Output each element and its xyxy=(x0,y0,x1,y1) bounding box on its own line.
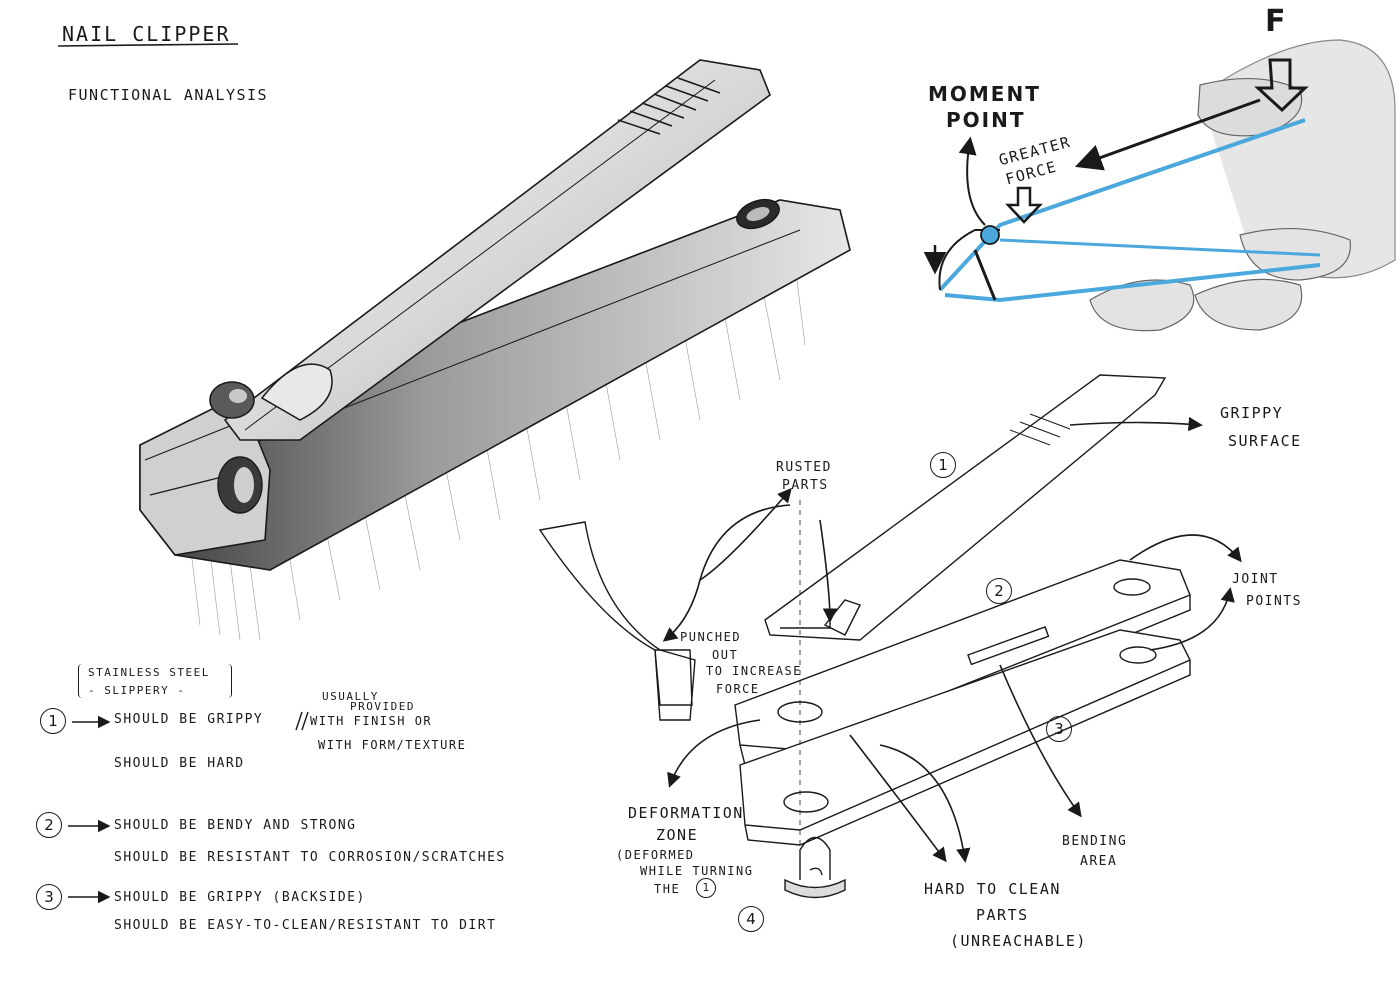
label-joint-line2: POINTS xyxy=(1246,594,1302,609)
grippy-lines xyxy=(1009,413,1071,446)
label-grippy-line1: GRIPPY xyxy=(1220,404,1284,422)
lever-grip-ridges xyxy=(617,77,721,135)
note2-line2: SHOULD BE RESISTANT TO CORROSION/SCRATCH… xyxy=(114,850,506,865)
note3-line2: SHOULD BE EASY-TO-CLEAN/RESISTANT TO DIR… xyxy=(114,918,497,933)
force-diagram-sketch xyxy=(923,39,1396,332)
label-grippy-line2: SURFACE xyxy=(1228,432,1302,450)
label-punched-line2: OUT xyxy=(712,648,739,662)
label-bending-line2: AREA xyxy=(1080,854,1118,869)
note-number-1: 1 xyxy=(40,708,66,734)
label-punched-line4: FORCE xyxy=(716,682,760,696)
label-joint-line1: JOINT xyxy=(1232,572,1279,587)
material-line2: - SLIPPERY - xyxy=(88,684,186,697)
label-deformation-line4: WHILE TURNING xyxy=(640,864,754,878)
moment-label-line1: MOMENT xyxy=(928,82,1041,106)
note3-line1: SHOULD BE GRIPPY (BACKSIDE) xyxy=(114,890,366,905)
label-hard-clean-line2: PARTS xyxy=(976,906,1029,924)
title-underline xyxy=(57,43,239,47)
part-number-2: 2 xyxy=(986,578,1012,604)
label-deformation-ref: 1 xyxy=(696,878,716,898)
label-deformation-line5: THE xyxy=(654,882,681,896)
label-deformation-line2: ZONE xyxy=(656,826,699,844)
label-rusted-line2: PARTS xyxy=(782,478,829,493)
note1-aside-line2: PROVIDED xyxy=(350,700,415,713)
note1-line1: SHOULD BE GRIPPY xyxy=(114,712,264,727)
exploded-view-sketch xyxy=(538,374,1191,899)
note-number-2: 2 xyxy=(36,812,62,838)
note1-aside-line1: USUALLY xyxy=(322,690,379,703)
page-title: NAIL CLIPPER xyxy=(62,22,231,46)
label-punched-line1: PUNCHED xyxy=(680,630,742,644)
label-deformation-line1: DEFORMATION xyxy=(628,804,744,822)
label-deformation-line3: (DEFORMED xyxy=(616,848,695,862)
note1-aside-line3: WITH FINISH OR xyxy=(310,714,433,728)
note-arrows xyxy=(68,711,309,904)
label-rusted-line1: RUSTED xyxy=(776,460,832,475)
note1-line2: SHOULD BE HARD xyxy=(114,756,245,771)
main-clipper-sketch xyxy=(139,59,851,641)
annotation-arrows xyxy=(662,416,1242,863)
note1-aside-line4: WITH FORM/TEXTURE xyxy=(318,738,467,752)
material-line1: STAINLESS STEEL xyxy=(88,666,210,679)
moment-label-line2: POINT xyxy=(946,108,1026,132)
label-punched-line3: TO INCREASE xyxy=(706,664,802,678)
force-label: F xyxy=(1265,4,1288,39)
page-subtitle: FUNCTIONAL ANALYSIS xyxy=(68,86,269,104)
part-number-3: 3 xyxy=(1046,716,1072,742)
label-hard-clean-line1: HARD TO CLEAN xyxy=(924,880,1061,898)
label-bending-line1: BENDING xyxy=(1062,834,1128,849)
part-number-1: 1 xyxy=(930,452,956,478)
label-hard-clean-line3: (UNREACHABLE) xyxy=(950,932,1087,950)
material-bracket xyxy=(78,664,232,698)
note2-line1: SHOULD BE BENDY AND STRONG xyxy=(114,818,357,833)
part-number-4: 4 xyxy=(738,906,764,932)
note-number-3: 3 xyxy=(36,884,62,910)
